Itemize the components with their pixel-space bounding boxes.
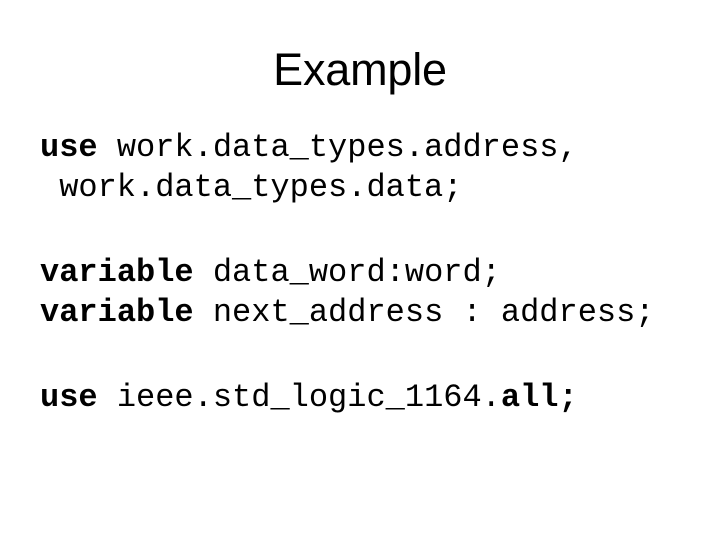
code-block-variable-declarations: variable data_word:word;variable next_ad… [40, 253, 708, 333]
page-title: Example [273, 44, 447, 95]
code-keyword: variable [40, 254, 194, 291]
code-keyword: use [40, 129, 98, 166]
code-line: variable next_address : address; [40, 293, 708, 333]
code-text: work.data_types.data; [59, 169, 463, 206]
code-text: data_word:word; [193, 254, 501, 291]
code-content: use work.data_types.address,work.data_ty… [40, 128, 708, 418]
code-block-use-work-data-types: use work.data_types.address,work.data_ty… [40, 128, 708, 208]
code-line: use ieee.std_logic_1164.all; [40, 378, 708, 418]
code-block-use-ieee-std-logic: use ieee.std_logic_1164.all; [40, 378, 708, 418]
code-text: next_address : address; [193, 294, 655, 331]
code-keyword: all; [500, 379, 578, 416]
code-text: work.data_types.address, [97, 129, 578, 166]
code-keyword: use [40, 379, 98, 416]
code-keyword: variable [40, 294, 194, 331]
code-line: work.data_types.data; [40, 168, 708, 208]
code-line: use work.data_types.address, [40, 128, 708, 168]
code-text: ieee.std_logic_1164. [97, 379, 501, 416]
code-line: variable data_word:word; [40, 253, 708, 293]
